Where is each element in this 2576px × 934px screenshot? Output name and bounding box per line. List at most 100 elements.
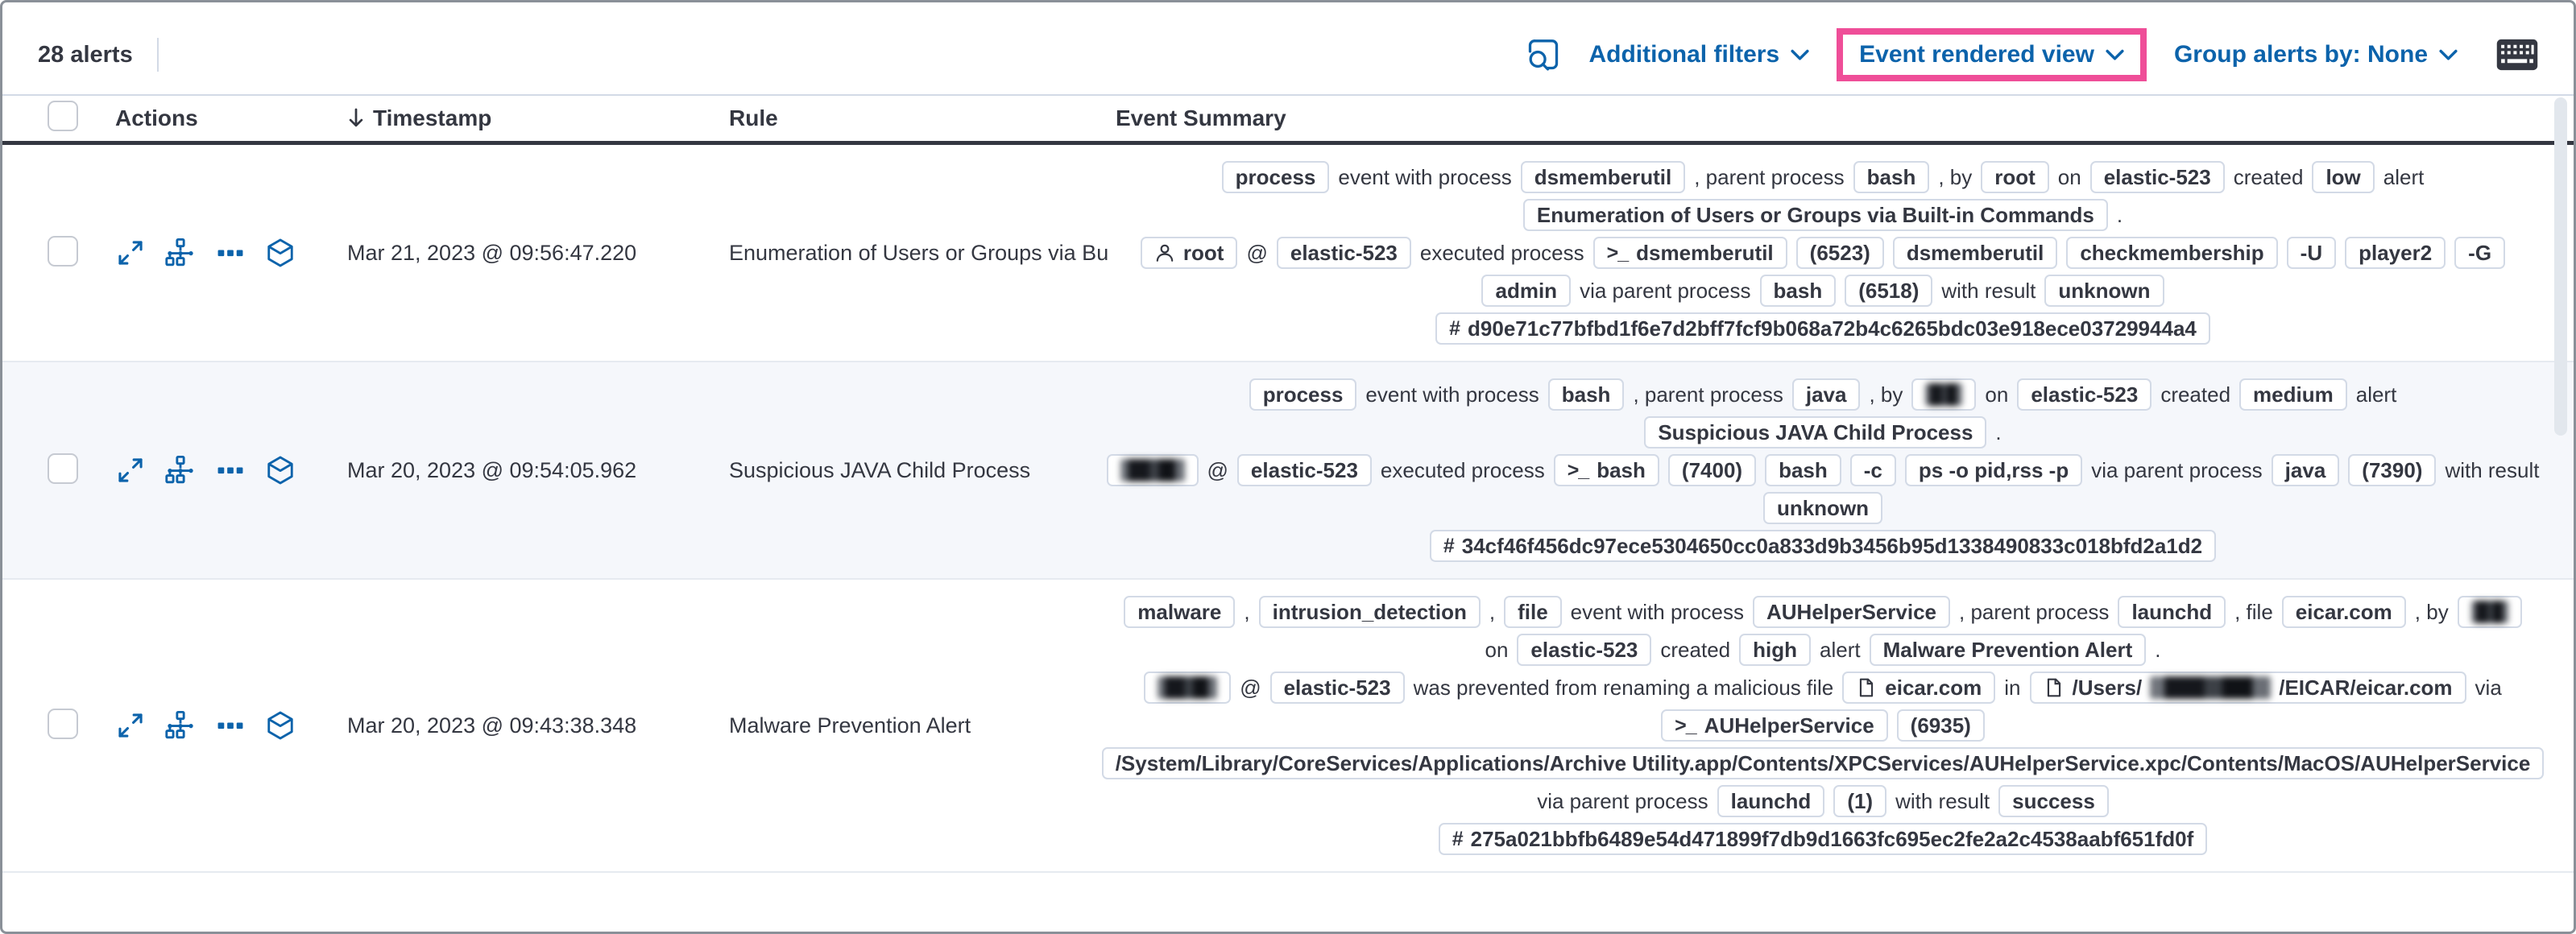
field-badge[interactable]: /System/Library/CoreServices/Application… <box>1101 747 2545 779</box>
field-badge[interactable]: unknown <box>1762 492 1883 524</box>
summary-text: , file <box>2234 599 2273 624</box>
redacted-value <box>2150 676 2272 699</box>
summary-text: with result <box>2445 457 2540 482</box>
keyboard-shortcuts-button[interactable] <box>2496 39 2538 71</box>
field-badge[interactable]: high <box>1739 634 1811 666</box>
field-badge[interactable]: (7400) <box>1667 454 1757 486</box>
field-badge[interactable]: java <box>2271 454 2340 486</box>
field-badge[interactable]: Enumeration of Users or Groups via Built… <box>1522 199 2108 231</box>
timestamp-cell: Mar 20, 2023 @ 09:43:38.348 <box>347 713 637 738</box>
summary-text: created <box>1660 637 1731 662</box>
session-view-button[interactable] <box>265 710 296 741</box>
field-badge[interactable]: ps -o pid,rss -p <box>1904 454 2083 486</box>
expand-alert-button[interactable] <box>115 710 146 741</box>
field-badge[interactable]: -c <box>1849 454 1896 486</box>
group-alerts-by-button[interactable]: Group alerts by: None <box>2174 41 2458 68</box>
more-actions-button[interactable] <box>215 710 246 741</box>
field-badge[interactable]: process <box>1249 378 1357 411</box>
field-badge[interactable]: AUHelperService <box>1753 596 1950 628</box>
field-badge[interactable]: success <box>1998 785 2109 817</box>
field-badge[interactable]: bash <box>1853 161 1930 193</box>
field-badge[interactable]: process <box>1221 161 1330 193</box>
field-badge[interactable]: root <box>1140 237 1238 269</box>
field-badge[interactable]: admin <box>1481 275 1572 307</box>
select-all-checkbox[interactable] <box>48 100 78 131</box>
field-badge[interactable]: eicar.com <box>2281 596 2406 628</box>
analyze-event-button[interactable] <box>165 455 196 486</box>
field-badge[interactable]: elastic-523 <box>1276 237 1411 269</box>
more-actions-button[interactable] <box>215 455 246 486</box>
field-badge[interactable]: elastic-523 <box>1236 454 1372 486</box>
header-timestamp[interactable]: Timestamp <box>338 105 718 131</box>
field-badge[interactable]: java <box>1791 378 1861 411</box>
analyze-event-button[interactable] <box>165 710 196 741</box>
field-badge[interactable]: #d90e71c77bfbd1f6e7d2bff7fcf9b068a72b4c6… <box>1435 312 2210 345</box>
expand-alert-button[interactable] <box>115 455 146 486</box>
additional-filters-button[interactable]: Additional filters <box>1588 41 1809 68</box>
field-badge[interactable]: malware <box>1124 596 1236 628</box>
field-badge[interactable]: Malware Prevention Alert <box>1869 634 2147 666</box>
header-actions: Actions <box>115 105 198 130</box>
field-badge[interactable]: Suspicious JAVA Child Process <box>1644 416 1987 448</box>
field-badge[interactable]: launchd <box>2118 596 2226 628</box>
field-badge[interactable]: low <box>2312 161 2375 193</box>
event-rendered-view-button[interactable]: Event rendered view <box>1859 41 2124 68</box>
summary-text: alert <box>2383 164 2425 189</box>
redacted-badge[interactable] <box>1911 378 1977 411</box>
analyze-event-button[interactable] <box>165 238 196 268</box>
redacted-badge[interactable] <box>1106 454 1199 486</box>
event-summary-line: /System/Library/CoreServices/Application… <box>1101 747 2545 779</box>
vertical-scrollbar-thumb[interactable] <box>2554 97 2567 436</box>
field-badge[interactable]: #34cf46f456dc97ece5304650cc0a833d9b3456b… <box>1429 530 2217 562</box>
session-view-button[interactable] <box>265 238 296 268</box>
field-badge[interactable]: medium <box>2239 378 2347 411</box>
field-badge[interactable]: >_AUHelperService <box>1661 709 1888 742</box>
field-badge[interactable]: bash <box>1547 378 1625 411</box>
field-badge[interactable]: (6935) <box>1896 709 1985 742</box>
redacted-value <box>1925 383 1963 406</box>
redacted-badge[interactable] <box>2457 596 2522 628</box>
row-checkbox[interactable] <box>48 235 78 267</box>
field-badge[interactable]: (7390) <box>2348 454 2437 486</box>
summary-text: on <box>2057 164 2081 189</box>
field-badge[interactable]: checkmembership <box>2066 237 2278 269</box>
field-badge[interactable]: unknown <box>2044 275 2164 307</box>
field-badge[interactable]: dsmemberutil <box>1520 161 1686 193</box>
chevron-down-icon <box>2439 49 2458 60</box>
field-badge[interactable]: launchd <box>1717 785 1825 817</box>
field-badge[interactable]: elastic-523 <box>1517 634 1652 666</box>
field-badge[interactable]: >_dsmemberutil <box>1592 237 1787 269</box>
field-badge[interactable]: (6518) <box>1845 275 1933 307</box>
field-badge[interactable]: -G <box>2454 237 2506 269</box>
field-badge[interactable]: /Users//EICAR/eicar.com <box>2029 672 2466 704</box>
hash-icon: # <box>1449 316 1460 340</box>
inspect-button[interactable] <box>1526 37 1561 72</box>
field-badge[interactable]: -U <box>2286 237 2337 269</box>
field-badge[interactable]: (1) <box>1833 785 1887 817</box>
field-badge[interactable]: >_bash <box>1553 454 1659 486</box>
field-badge[interactable]: root <box>1981 161 2049 193</box>
field-badge[interactable]: elastic-523 <box>2089 161 2225 193</box>
field-badge[interactable]: #275a021bbfb6489e54d471899f7db9d1663fc69… <box>1438 823 2208 855</box>
row-checkbox[interactable] <box>48 453 78 484</box>
redacted-badge[interactable] <box>1144 672 1232 704</box>
field-badge[interactable]: player2 <box>2345 237 2446 269</box>
expand-alert-button[interactable] <box>115 238 146 268</box>
field-badge[interactable]: intrusion_detection <box>1258 596 1481 628</box>
field-badge[interactable]: elastic-523 <box>2017 378 2152 411</box>
field-badge[interactable]: dsmemberutil <box>1892 237 2058 269</box>
field-badge[interactable]: bash <box>1765 454 1841 486</box>
field-badge[interactable]: elastic-523 <box>1269 672 1405 704</box>
field-badge[interactable]: eicar.com <box>1842 672 1996 704</box>
row-actions <box>115 710 338 741</box>
row-checkbox[interactable] <box>48 708 78 739</box>
field-badge[interactable]: (6523) <box>1795 237 1884 269</box>
more-actions-button[interactable] <box>215 238 246 268</box>
session-view-button[interactable] <box>265 455 296 486</box>
summary-text: in <box>2004 675 2021 700</box>
field-badge[interactable]: file <box>1504 596 1562 628</box>
field-badge[interactable]: bash <box>1759 275 1837 307</box>
